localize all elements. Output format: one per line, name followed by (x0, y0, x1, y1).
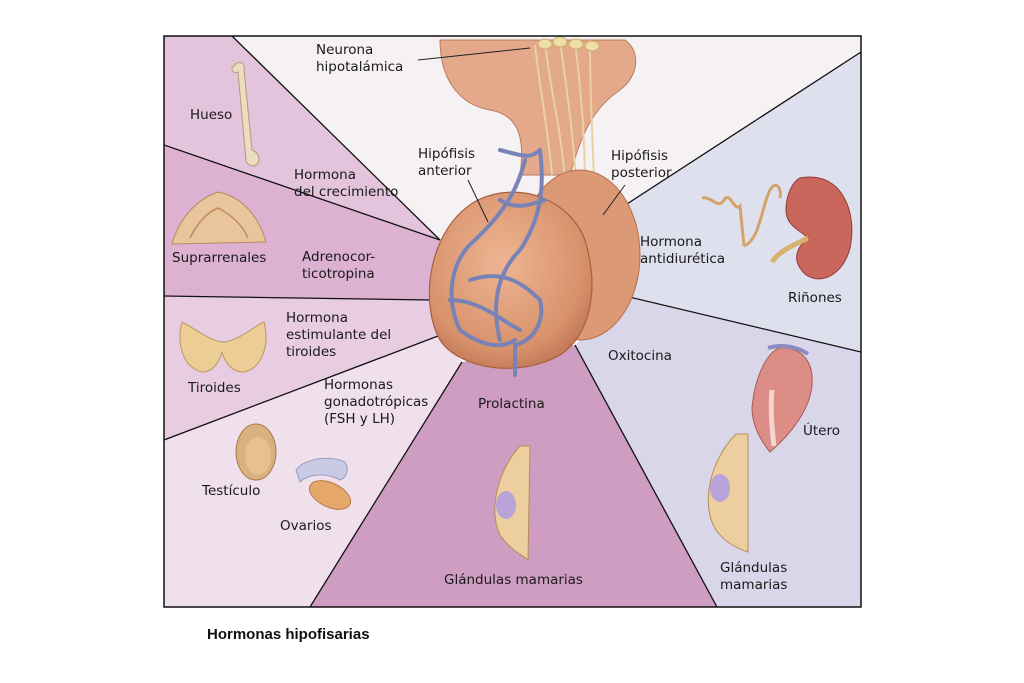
hypothalamus-stalk (439, 39, 637, 176)
label-tiroides: Tiroides (188, 380, 241, 396)
label-gonadotropicas: Hormonas gonadotrópicas (FSH y LH) (324, 377, 429, 427)
label-adrenocorticotropina: Adrenocor- ticotropina (302, 249, 376, 282)
label-hipofisis-posterior: Hipófisis posterior (611, 148, 672, 181)
thyroid-icon (179, 321, 267, 373)
nephron-icon (701, 184, 782, 248)
label-utero: Útero (803, 423, 840, 439)
label-hormona-tiroides: Hormona estimulante del tiroides (286, 310, 392, 360)
label-hormona-crecimiento: Hormona del crecimiento (294, 167, 399, 200)
testicle-icon (235, 423, 277, 481)
kidney-icon (769, 176, 853, 280)
label-neurona-hipotalamica: Neurona hipotalámica (316, 42, 404, 75)
label-hueso: Hueso (190, 107, 233, 123)
figure-caption: Hormonas hipofisarias (207, 626, 370, 643)
label-glandulas-mamarias-derecha: Glándulas mamarias (720, 560, 788, 593)
label-oxitocina: Oxitocina (608, 348, 672, 364)
ovary-icon (295, 457, 352, 510)
mammary-gland-icon (494, 445, 531, 562)
sector-antidiuretica (610, 52, 861, 352)
uterus-icon (751, 344, 813, 453)
label-hipofisis-anterior: Hipófisis anterior (418, 146, 476, 179)
portal-vessels (448, 148, 547, 377)
sector-tiroides (164, 296, 438, 440)
diagram-frame (163, 35, 862, 608)
sector-suprarrenales (164, 145, 440, 300)
label-hormona-antidiuretica: Hormona antidiurética (640, 234, 726, 267)
label-prolactina: Prolactina (478, 396, 545, 412)
label-testiculo: Testículo (202, 483, 261, 499)
bone-icon (231, 62, 260, 167)
adrenal-gland-icon (171, 191, 267, 245)
mammary-gland-icon (707, 433, 749, 553)
label-glandulas-mamarias-centro: Glándulas mamarias (444, 572, 583, 588)
label-suprarrenales: Suprarrenales (172, 250, 267, 266)
label-rinones: Riñones (788, 290, 842, 306)
label-ovarios: Ovarios (280, 518, 332, 534)
sector-hueso (164, 36, 440, 240)
